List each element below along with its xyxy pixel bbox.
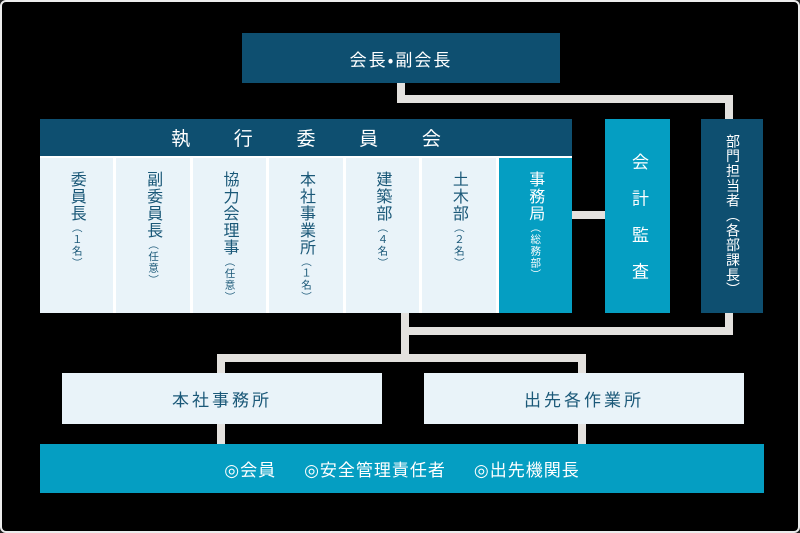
exec-column-text: 委員長（１名）: [67, 171, 87, 269]
executive-committee-header: 執行委員会: [40, 119, 572, 156]
head-office-box: 本社事務所: [62, 373, 382, 424]
connector-exec-stem: [401, 313, 409, 362]
connector-office-to-bar: [217, 424, 225, 444]
head-office-label: 本社事務所: [172, 391, 272, 411]
exec-column-note: （総務部）: [529, 221, 542, 281]
connector-top-horizontal: [397, 95, 733, 103]
exec-column-title: 土木部: [449, 171, 469, 222]
exec-column-text: 協力会理事（任意）: [220, 171, 240, 303]
chairman-label: 会長・副会長: [349, 50, 453, 71]
exec-column-text: 事務局（総務部）: [526, 171, 546, 281]
accounting-audit-label: 会計監査: [628, 152, 648, 299]
connector-branch-horizontal: [401, 327, 733, 335]
exec-column-note: （任意）: [223, 255, 236, 303]
exec-column-secretariat: 事務局（総務部）: [498, 158, 572, 313]
exec-column-title: 建築部: [373, 171, 393, 222]
exec-column-text: 本社事業所（１名）: [296, 171, 316, 303]
exec-column-title: 委員長: [67, 171, 87, 222]
exec-column-head-office-site: 本社事業所（１名）: [269, 158, 343, 313]
members-bar-item-branch-heads: ◎出先機関長: [473, 461, 580, 481]
exec-column-title: 協力会理事: [220, 171, 240, 256]
executive-committee-block: 執行委員会 委員長（１名） 副委員長（任意） 協力会理事（任意） 本社事業所（１…: [40, 119, 572, 313]
members-bar: ◎会員 ◎安全管理責任者 ◎出先機関長: [40, 444, 764, 493]
exec-column-vice-chairman: 副委員長（任意）: [116, 158, 190, 313]
exec-column-civil-engineering-dept: 土木部（２名）: [422, 158, 496, 313]
chairman-box: 会長・副会長: [242, 33, 560, 83]
department-managers-box: 部門担当者（各部課長）: [701, 119, 763, 313]
connector-sites-to-bar: [578, 424, 586, 444]
branch-sites-label: 出先各作業所: [524, 391, 644, 411]
exec-column-note: （１名）: [299, 255, 312, 303]
connector-secretariat-audit: [572, 211, 605, 219]
exec-column-text: 土木部（２名）: [449, 171, 469, 269]
exec-column-cooperation-directors: 協力会理事（任意）: [192, 158, 267, 313]
executive-committee-title: 執行委員会: [171, 128, 485, 150]
accounting-audit-box: 会計監査: [605, 119, 670, 313]
exec-column-note: （任意）: [147, 238, 160, 286]
members-bar-item-members: ◎会員: [224, 461, 277, 481]
exec-column-note: （１名）: [70, 221, 83, 269]
exec-column-note: （４名）: [376, 221, 389, 269]
exec-column-text: 副委員長（任意）: [144, 171, 164, 286]
department-managers-label: 部門担当者（各部課長）: [724, 134, 740, 298]
members-bar-item-safety-managers: ◎安全管理責任者: [304, 461, 446, 481]
exec-column-chairman: 委員長（１名）: [40, 158, 114, 313]
exec-column-text: 建築部（４名）: [373, 171, 393, 269]
exec-column-title: 副委員長: [144, 171, 164, 239]
executive-committee-columns: 委員長（１名） 副委員長（任意） 協力会理事（任意） 本社事業所（１名） 建築部…: [40, 158, 572, 313]
exec-column-title: 本社事業所: [296, 171, 316, 256]
connector-dept-top-drop: [725, 95, 733, 120]
exec-column-architecture-dept: 建築部（４名）: [345, 158, 420, 313]
branch-sites-box: 出先各作業所: [424, 373, 744, 424]
exec-column-note: （２名）: [452, 221, 465, 269]
connector-sites-drop: [578, 354, 586, 373]
connector-dept-bottom-stub: [725, 313, 733, 335]
connector-chairman-stub: [397, 83, 405, 100]
connector-main-horizontal: [217, 354, 586, 362]
connector-office-drop: [217, 354, 225, 373]
exec-column-title: 事務局: [526, 171, 546, 222]
